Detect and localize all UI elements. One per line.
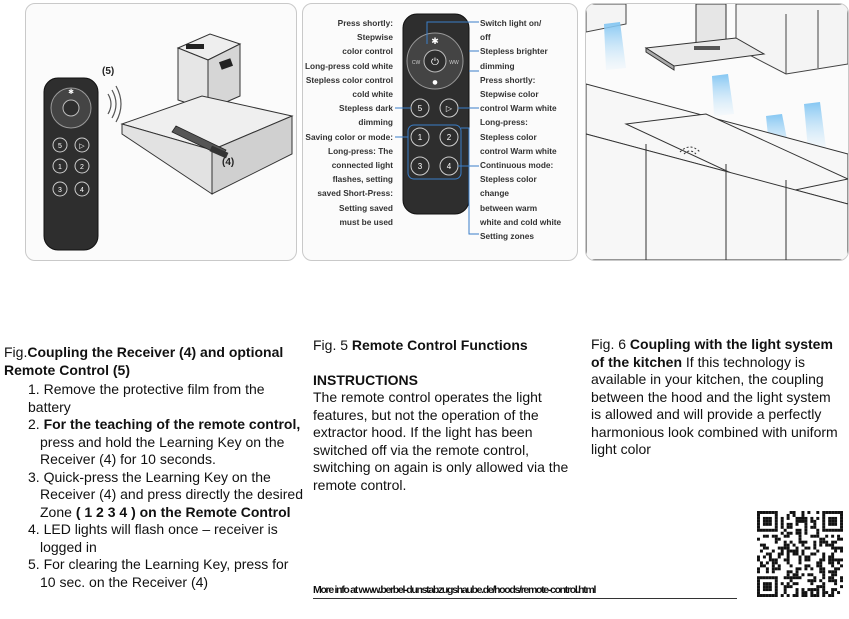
remote-right-label-line: Stepless brighter [480,46,548,57]
svg-text:✱: ✱ [68,88,74,96]
remote-left-label-line: Stepless dark [339,103,393,114]
remote-left-label-line: Stepless color control [305,74,393,85]
remote-right-label-line: dimming [480,60,515,71]
hood-remote-illustration: ✱ 5 ▷ 1 2 3 4 [43,33,294,251]
section-heading: Remote Control Functions [351,337,528,353]
remote-right-label-line: change [480,188,510,199]
svg-text:▷: ▷ [79,143,85,150]
remote-left-label-line: connected light [331,160,393,171]
callout-receiver: (4) [222,157,235,168]
step-5: 5. For clearing the Learning Key, press … [28,556,289,590]
remote-right-label-line: between warm [480,202,538,213]
remote-right-label-line: Press shortly: [480,74,536,85]
remote-left-label-line: saved Short-Press: [317,188,393,199]
svg-text:3: 3 [418,162,423,171]
svg-text:✱: ✱ [431,37,439,47]
remote-right-label-line: Setting zones [480,231,534,242]
remote-left-label-line: Stepwise [357,32,393,43]
svg-text:CW: CW [412,60,421,66]
qr-code [757,511,843,597]
svg-text:5: 5 [58,143,62,150]
fig-label: Fig. [4,344,28,360]
svg-text:▷: ▷ [446,104,453,113]
remote-right-label-line: Continuous mode: [480,160,554,171]
remote-right-label-line: Stepless color [480,131,537,142]
section-heading: Coupling with the light system of the ki… [591,336,833,370]
remote-left-label-line: Saving color or mode: [305,131,393,142]
figure-remote-functions: ⏻ ✱ ● CW WW 5 ▷ 1 2 3 4 Press shortly:St [302,3,578,261]
section-title: Fig. 5 Remote Control Functions [313,337,578,355]
remote-left-label-line: Setting saved [339,202,393,213]
remote-left-label-line: Long-press cold white [304,60,393,71]
section-heading: Coupling the Receiver (4) and optional R… [4,344,284,378]
remote-left-label-line: dimming [358,117,393,128]
svg-text:4: 4 [447,162,452,171]
remote-right-label-line: control Warm white [480,103,557,114]
remote-left-label-line: Press shortly: [337,18,393,28]
svg-text:WW: WW [449,60,459,66]
svg-text:3: 3 [58,187,62,194]
section-title: Fig.Coupling the Receiver (4) and option… [4,344,304,379]
svg-text:2: 2 [80,164,84,171]
remote-right-label-line: Stepless color [480,174,537,185]
fig-label: Fig. 6 [591,336,627,352]
remote-right-label-line: control Warm white [480,145,557,156]
kitchen-illustration [586,4,848,260]
remote-left-label-line: Long-press: The [328,145,393,156]
svg-text:⏻: ⏻ [431,57,439,68]
fig-label: Fig. 5 [313,337,349,353]
svg-text:4: 4 [80,187,84,194]
instructions-heading: INSTRUCTIONS [313,371,418,388]
step-2: 2. For the teaching of the remote contro… [28,416,301,467]
more-info-link[interactable]: More info at www.berbel-dunstabzugshaube… [313,584,737,599]
remote-right-label-line: Stepwise color [480,89,539,100]
svg-text:2: 2 [447,133,452,142]
remote-right-label-line: Switch light on/ [480,18,542,28]
remote-right-label-line: off [480,32,491,43]
callout-remote: (5) [102,66,115,77]
remote-diagram: ⏻ ✱ ● CW WW 5 ▷ 1 2 3 4 [395,13,479,235]
receiver-coupling-section: Fig.Coupling the Receiver (4) and option… [4,344,304,591]
remote-left-label-line: flashes, setting [332,174,393,185]
figure-kitchen-light-system [585,3,849,261]
svg-text:●: ● [432,79,437,86]
remote-right-label-line: white and cold white [480,216,562,227]
remote-left-label-line: must be used [339,216,393,227]
svg-text:1: 1 [58,164,62,171]
instructions-body: The remote control operates the light fe… [313,389,569,493]
remote-left-label-line: color control [342,46,393,57]
figure-receiver-coupling: ✱ 5 ▷ 1 2 3 4 (5) (4) [25,3,297,261]
section-body: If this technology is available in your … [591,353,838,458]
kitchen-coupling-section: Fig. 6 Coupling with the light system of… [591,336,841,459]
step-4: 4. LED lights will flash once – receiver… [28,521,278,555]
remote-control-small: ✱ 5 ▷ 1 2 3 4 [43,77,99,251]
remote-functions-section: Fig. 5 Remote Control Functions INSTRUCT… [313,337,578,494]
svg-text:1: 1 [418,133,423,142]
svg-text:5: 5 [418,104,423,113]
remote-left-label-line: cold white [352,89,393,100]
remote-right-label-line: Long-press: [480,117,528,128]
